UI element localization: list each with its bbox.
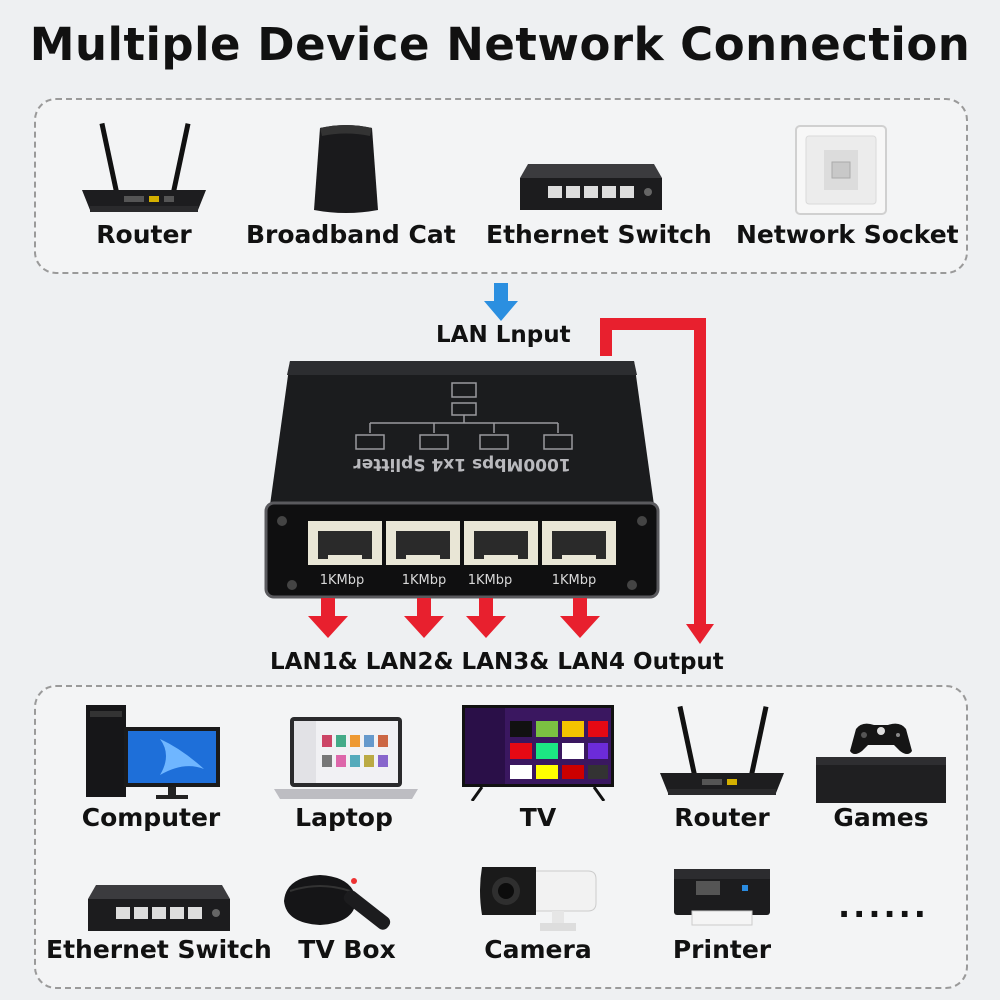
output-arrow-1-icon <box>308 598 348 638</box>
output-devices-panel: Computer Laptop <box>34 685 968 989</box>
lan-input-arrow-icon <box>484 283 518 321</box>
output-arrow-3-icon <box>466 598 506 638</box>
input-device-modem: Broadband Cat <box>246 120 456 260</box>
page-title: Multiple Device Network Connection <box>29 18 971 71</box>
output-device-games: Games <box>806 703 956 843</box>
tv-box-icon <box>284 875 391 930</box>
output-device-label: Camera <box>484 935 592 964</box>
switch-icon <box>88 885 230 931</box>
output-device-label: Laptop <box>295 803 393 832</box>
more-devices-indicator: ...... <box>838 887 929 925</box>
input-device-label: Router <box>96 220 192 249</box>
input-device-label: Ethernet Switch <box>486 220 712 249</box>
wall-socket-icon <box>795 125 887 215</box>
input-device-socket: Network Socket <box>736 120 959 260</box>
lan-input-label: LAN Lnput <box>436 322 571 348</box>
modem-icon <box>314 125 378 213</box>
printer-icon <box>674 869 770 926</box>
splitter-port-2[interactable] <box>386 521 460 565</box>
output-device-tv: TV <box>448 703 628 843</box>
output-device-label: TV <box>519 803 557 832</box>
router-icon <box>660 705 784 795</box>
network-splitter: 1000Mbps 1x4 Splitter 1KMbp 1KMbp 1KMbp … <box>264 361 660 599</box>
port-label-2: 1KMbp <box>402 573 447 588</box>
output-device-camera: Camera <box>456 859 620 979</box>
input-device-label: Broadband Cat <box>246 220 456 249</box>
splitter-model-text: 1000Mbps 1x4 Splitter <box>353 454 571 474</box>
output-device-router: Router <box>642 703 802 843</box>
input-device-label: Network Socket <box>736 220 959 249</box>
input-device-switch: Ethernet Switch <box>486 120 712 260</box>
output-device-label: Games <box>833 803 929 832</box>
lan-output-label: LAN1& LAN2& LAN3& LAN4 Output <box>270 649 724 675</box>
laptop-icon <box>274 717 418 799</box>
input-devices-panel: Router Broadband Cat Ethernet Switch <box>34 98 968 274</box>
port-label-3: 1KMbp <box>468 573 513 588</box>
port-label-1: 1KMbp <box>320 573 365 588</box>
output-device-computer: Computer <box>56 703 246 843</box>
router-icon <box>82 122 206 212</box>
output-device-label: Printer <box>672 935 772 964</box>
switch-icon <box>520 164 662 210</box>
output-arrow-4-icon <box>560 598 600 638</box>
splitter-port-3[interactable] <box>464 521 538 565</box>
output-device-ethernet-switch: Ethernet Switch <box>46 859 272 979</box>
input-device-router: Router <box>74 120 214 260</box>
splitter-port-4[interactable] <box>542 521 616 565</box>
splitter-port-1[interactable] <box>308 521 382 565</box>
output-device-label: TV Box <box>298 935 396 964</box>
output-device-label: Ethernet Switch <box>46 935 272 964</box>
output-device-printer: Printer <box>648 859 796 979</box>
game-console-icon <box>816 723 946 803</box>
output-device-label: Router <box>674 803 770 832</box>
camera-icon <box>480 867 597 931</box>
port-label-4: 1KMbp <box>552 573 597 588</box>
output-arrow-2-icon <box>404 598 444 638</box>
loop-output-arrow-icon <box>600 318 714 644</box>
output-device-tv-box: TV Box <box>272 859 422 979</box>
output-device-laptop: Laptop <box>254 703 434 843</box>
tv-icon <box>462 705 614 801</box>
computer-icon <box>86 705 220 799</box>
output-device-label: Computer <box>81 803 221 832</box>
